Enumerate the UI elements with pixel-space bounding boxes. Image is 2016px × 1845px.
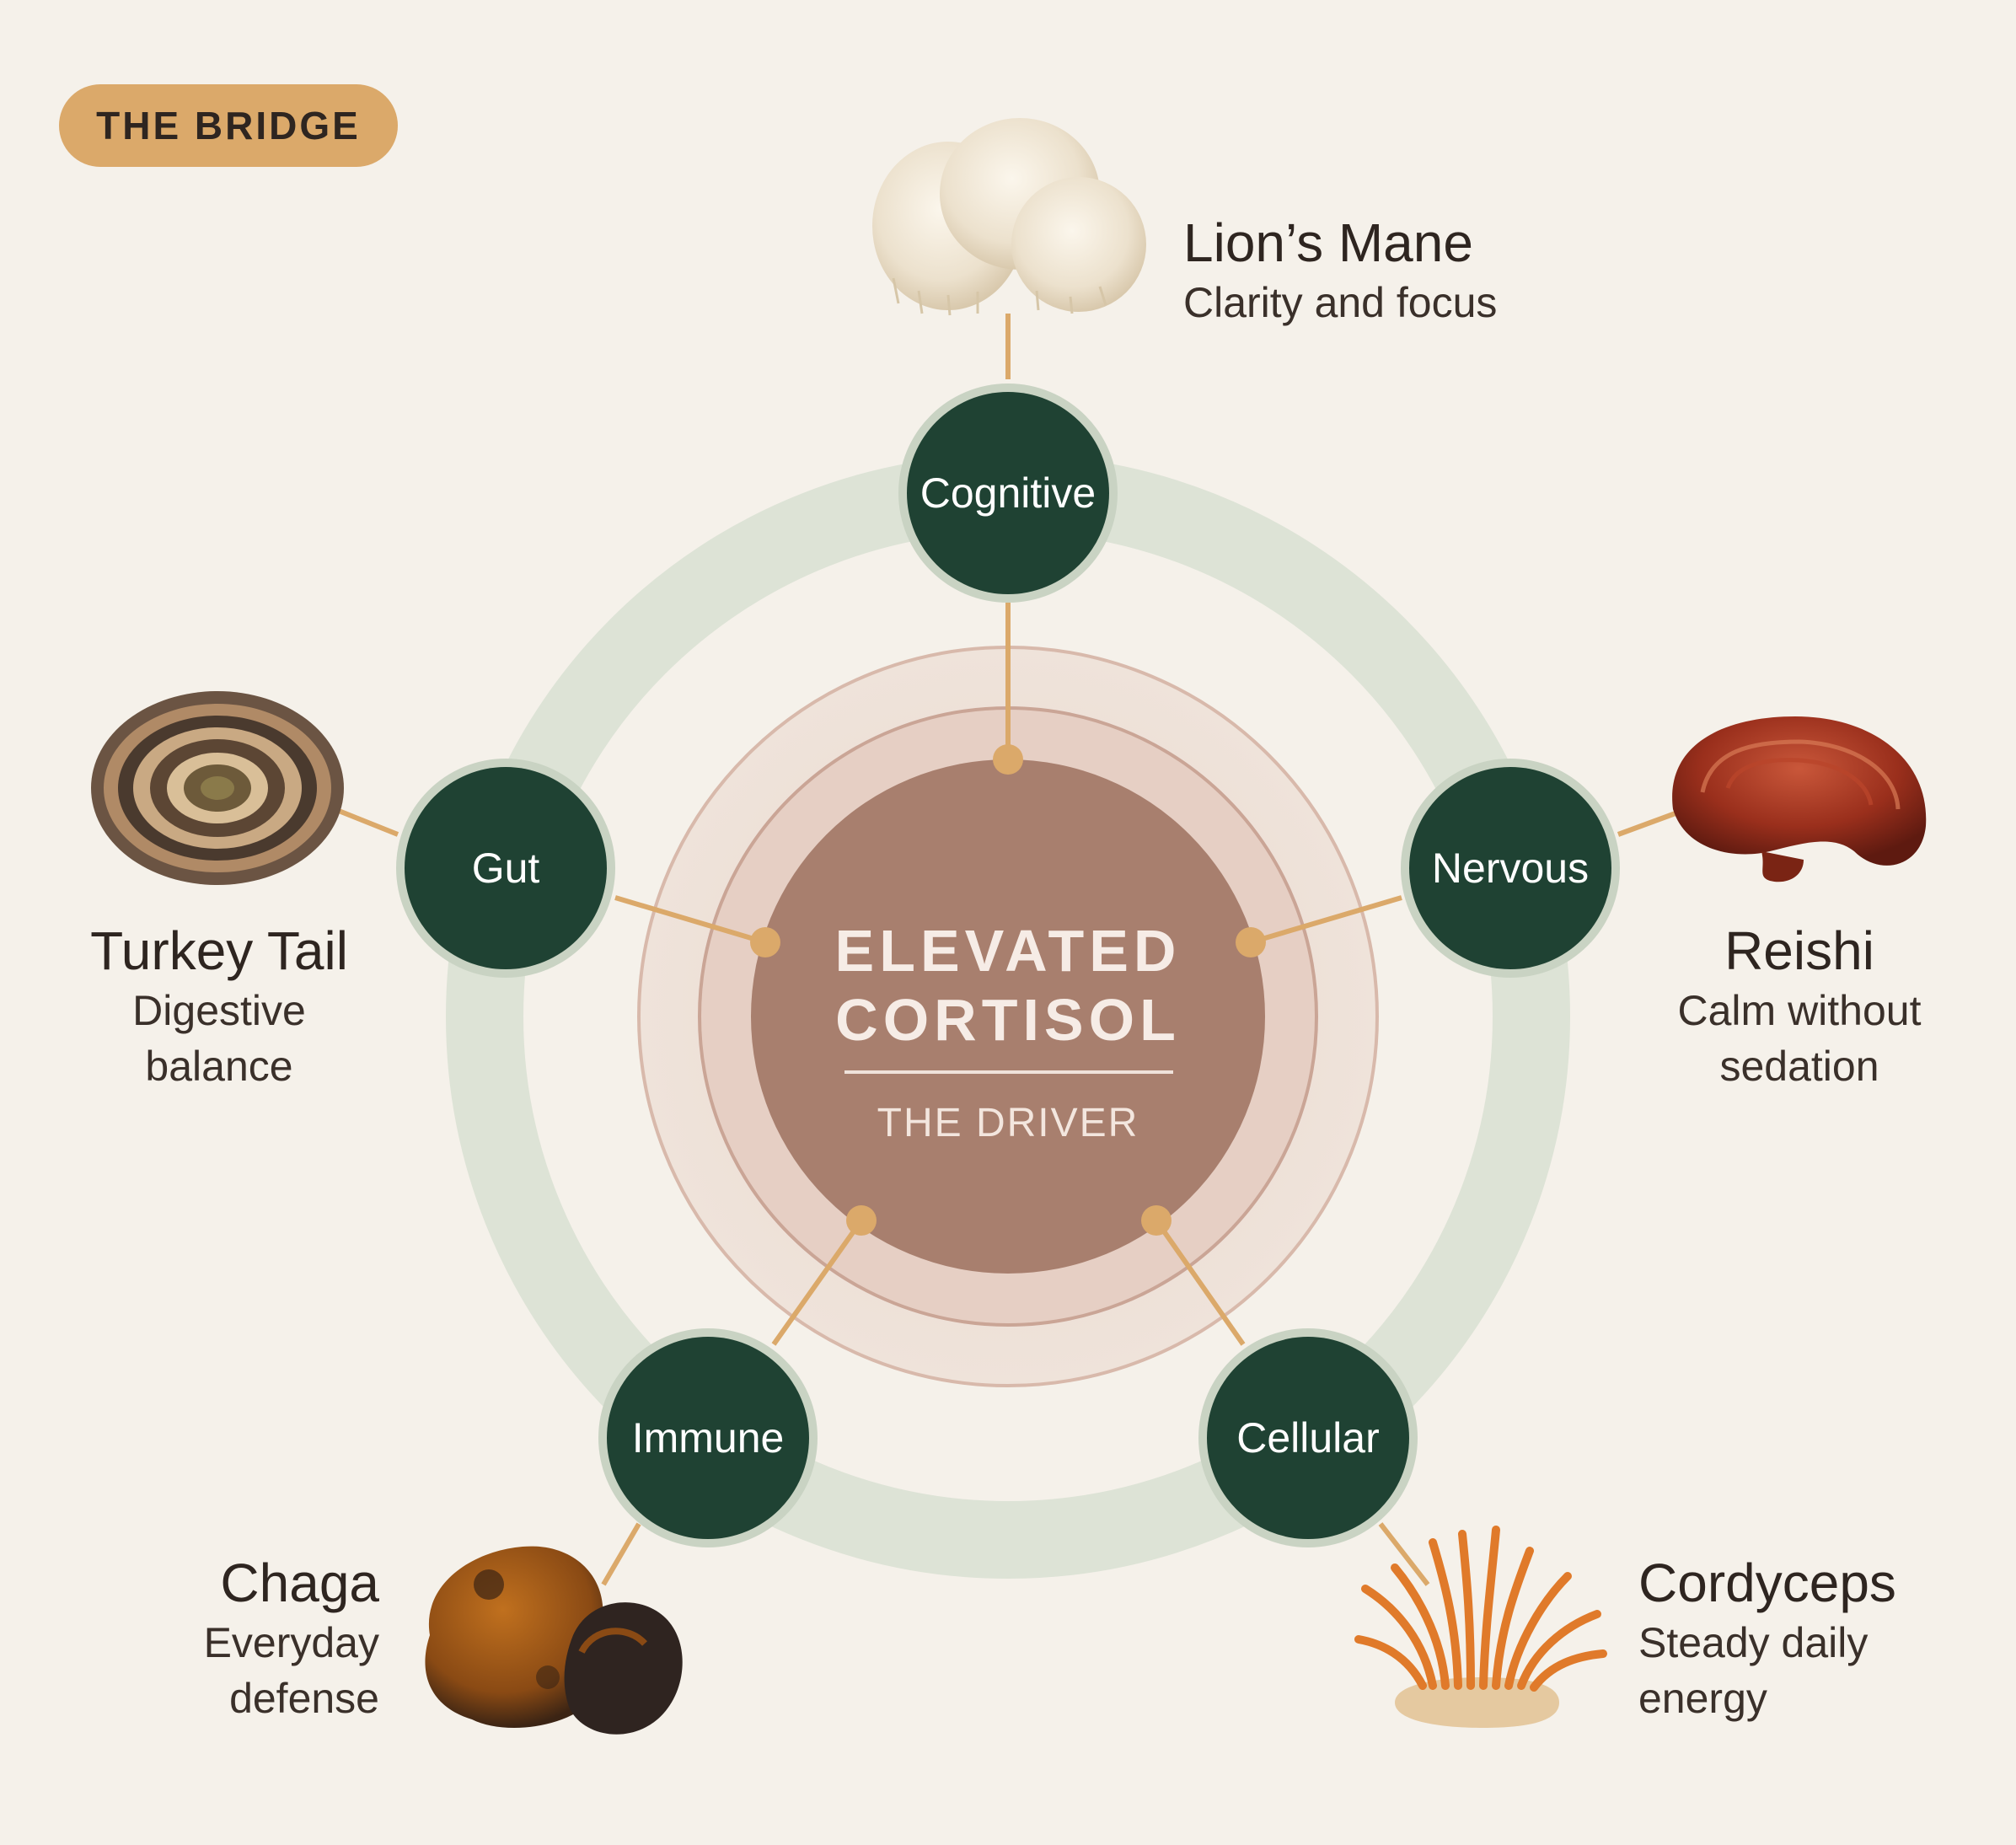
lions-mane-name: Lion’s Mane [1183, 212, 1473, 273]
center-subtitle: THE DRIVER [877, 1101, 1139, 1145]
chaga-name: Chaga [220, 1553, 379, 1613]
turkey-tail-name: Turkey Tail [90, 920, 348, 981]
connector-dots [750, 744, 1266, 1236]
reishi-label: Reishi Calm without sedation [1631, 919, 1968, 1094]
turkey-tail-desc-line2: balance [145, 1043, 293, 1090]
reishi-image [1672, 716, 1927, 882]
node-nervous[interactable]: Nervous [1401, 759, 1620, 978]
reishi-name: Reishi [1724, 920, 1874, 981]
cordyceps-name: Cordyceps [1638, 1553, 1896, 1613]
center-title-line2: CORTISOL [835, 987, 1181, 1053]
reishi-desc-line1: Calm without [1677, 987, 1922, 1034]
dot-bottom-right [1141, 1205, 1172, 1236]
lions-mane-image [872, 118, 1146, 316]
connector-immune [771, 1219, 864, 1346]
chaga-desc-line1: Everyday [203, 1619, 379, 1666]
node-gut-label: Gut [472, 845, 540, 892]
cordyceps-desc-line1: Steady daily [1638, 1619, 1869, 1666]
dot-top [993, 744, 1023, 775]
cordyceps-desc-line2: energy [1638, 1675, 1767, 1722]
chaga-desc-line2: defense [229, 1675, 379, 1722]
connector-reishi [1617, 808, 1684, 837]
lions-mane-label: Lion’s Mane Clarity and focus [1183, 211, 1622, 330]
chaga-image [425, 1546, 683, 1735]
turkey-tail-image [91, 691, 344, 885]
cordyceps-label: Cordyceps Steady daily energy [1638, 1551, 1992, 1726]
connector-nervous [1250, 895, 1402, 945]
chaga-label: Chaga Everyday defense [126, 1551, 379, 1726]
reishi-desc-line2: sedation [1719, 1043, 1879, 1090]
center-title-line1: ELEVATED [835, 918, 1182, 984]
dot-bottom-left [846, 1205, 877, 1236]
node-cellular-label: Cellular [1236, 1414, 1380, 1462]
center-circle [751, 759, 1265, 1274]
connector-cellular [1154, 1219, 1246, 1346]
turkey-tail-desc-line1: Digestive [132, 987, 306, 1034]
connector-turkey-tail [337, 808, 399, 837]
dot-left [750, 927, 780, 957]
connector-cordyceps [1378, 1522, 1430, 1586]
turkey-tail-label: Turkey Tail Digestive balance [51, 919, 388, 1094]
node-immune-label: Immune [632, 1414, 785, 1462]
dot-right [1236, 927, 1266, 957]
node-cellular[interactable]: Cellular [1198, 1328, 1418, 1547]
node-gut[interactable]: Gut [396, 759, 615, 978]
lions-mane-desc: Clarity and focus [1183, 279, 1498, 326]
node-cognitive-label: Cognitive [920, 469, 1096, 517]
connectors [337, 314, 1684, 1586]
section-badge: THE BRIDGE [59, 84, 398, 167]
node-cognitive[interactable]: Cognitive [898, 383, 1118, 603]
connector-chaga [601, 1522, 641, 1586]
node-immune[interactable]: Immune [598, 1328, 818, 1547]
connector-gut [614, 895, 766, 945]
node-nervous-label: Nervous [1432, 845, 1589, 892]
cordyceps-image [1354, 1526, 1607, 1728]
